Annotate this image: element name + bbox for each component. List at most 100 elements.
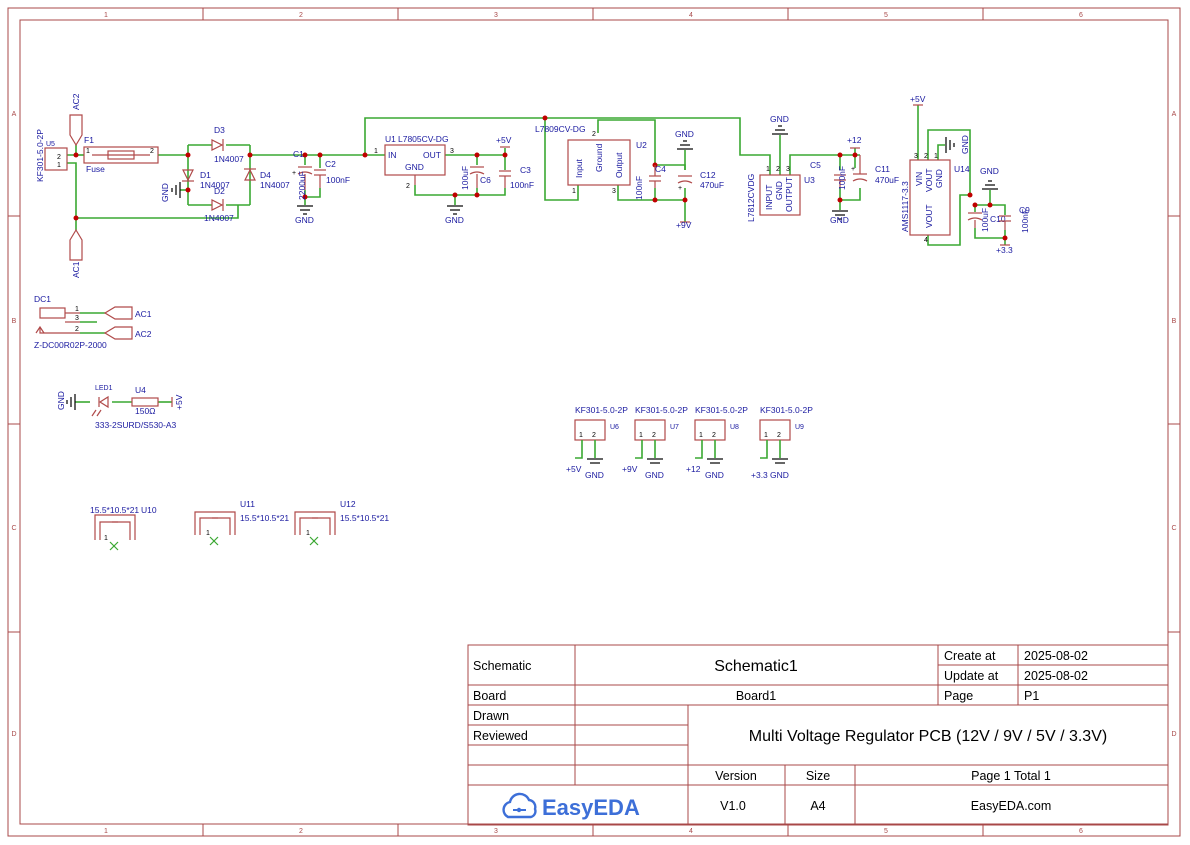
svg-text:3: 3 [914, 153, 918, 160]
create-value: 2025-08-02 [1024, 649, 1088, 663]
capacitor-c3: C3 100nF [499, 165, 534, 190]
svg-text:+5V: +5V [910, 94, 926, 104]
power-flag-3v3: +3.3 [996, 244, 1013, 255]
led-circuit: GND LED1 U4 150Ω +5V 333-2SURD/S530-A3 [56, 385, 184, 430]
junction-dot [73, 215, 79, 221]
capacitor-c1: C1 2200uF + [292, 149, 313, 200]
svg-text:3: 3 [450, 148, 454, 155]
svg-text:470uF: 470uF [700, 180, 724, 190]
svg-text:1N4007: 1N4007 [200, 180, 230, 190]
svg-text:100nF: 100nF [837, 166, 847, 190]
junction-dot [474, 152, 480, 158]
fuse-f1: 1 2 F1 Fuse [83, 135, 159, 174]
diode-d1: D1 1N4007 [182, 169, 230, 190]
svg-text:U9: U9 [795, 424, 804, 431]
update-value: 2025-08-02 [1024, 669, 1088, 683]
svg-text:GND: GND [160, 183, 170, 202]
svg-text:1: 1 [934, 153, 938, 160]
junction-dot [837, 152, 843, 158]
svg-text:VOUT: VOUT [924, 204, 934, 228]
svg-text:D1: D1 [200, 170, 211, 180]
easyeda-brand: EasyEDA [542, 795, 640, 820]
svg-text:AC1: AC1 [71, 261, 81, 278]
output-connector-u8: 1 2 U8 KF301-5.0-2P +12 GND [686, 405, 748, 480]
svg-text:2: 2 [652, 432, 656, 439]
gnd-bridge: GND [160, 182, 181, 202]
heatsink-u10: 1 15.5*10.5*21 U10 [90, 505, 157, 551]
capacitor-c5: C5 100nF [810, 160, 847, 190]
junction-dot [302, 152, 308, 158]
svg-text:2: 2 [776, 166, 780, 173]
svg-text:C2: C2 [325, 159, 336, 169]
svg-text:U2: U2 [636, 140, 647, 150]
svg-text:1: 1 [764, 432, 768, 439]
svg-text:GND: GND [445, 215, 464, 225]
junction-dot [185, 187, 191, 193]
svg-text:1: 1 [374, 148, 378, 155]
junction-dot [185, 152, 191, 158]
junctions [73, 115, 1008, 241]
svg-text:GND: GND [295, 215, 314, 225]
svg-text:2: 2 [592, 131, 596, 138]
svg-text:U4: U4 [135, 385, 146, 395]
svg-text:GND: GND [405, 162, 424, 172]
col-label-top: 4 [689, 12, 693, 19]
svg-text:AC2: AC2 [71, 93, 81, 110]
svg-text:100nF: 100nF [510, 180, 534, 190]
svg-text:1: 1 [572, 188, 576, 195]
svg-text:C11: C11 [875, 164, 890, 174]
board-label: Board [473, 689, 506, 703]
svg-text:1: 1 [75, 306, 79, 313]
svg-text:+9V: +9V [676, 220, 692, 230]
regulator-u3: L7812CVDG U3 INPUT GND OUTPUT 1 2 3 [746, 166, 815, 222]
svg-text:1: 1 [699, 432, 703, 439]
svg-text:15.5*10.5*21: 15.5*10.5*21 [340, 513, 389, 523]
col-label-bottom: 4 [689, 828, 693, 835]
svg-text:D2: D2 [214, 186, 225, 196]
junction-dot [502, 152, 508, 158]
title-block: Schematic Schematic1 Board Board1 Drawn … [467, 644, 1169, 826]
svg-text:VIN: VIN [914, 172, 924, 186]
svg-text:2200uF: 2200uF [297, 171, 307, 200]
svg-text:C3: C3 [520, 165, 531, 175]
svg-text:F1: F1 [84, 135, 94, 145]
col-label-bottom: 6 [1079, 828, 1083, 835]
svg-text:+3.3: +3.3 [751, 470, 768, 480]
capacitor-c12: C12 470uF + [677, 170, 724, 192]
output-connector-u6: 1 2 U6 KF301-5.0-2P +5V GND [566, 405, 628, 480]
capacitor-c4: C4 100nF [634, 164, 666, 200]
svg-text:1: 1 [86, 148, 90, 155]
svg-text:OUTPUT: OUTPUT [784, 177, 794, 212]
svg-text:3: 3 [786, 166, 790, 173]
kf301-input-part: KF301-5.0-2P [35, 129, 45, 182]
svg-text:L7805CV-DG: L7805CV-DG [398, 134, 449, 144]
net-flag-ac1-bottom: AC1 [69, 228, 83, 278]
svg-text:1: 1 [766, 166, 770, 173]
svg-text:15.5*10.5*21: 15.5*10.5*21 [240, 513, 289, 523]
reviewed-label: Reviewed [473, 729, 528, 743]
regulator-u14: AMS1117-3.3 U14 VIN VOUT GND VOUT 3 2 1 … [900, 153, 970, 244]
svg-text:2: 2 [75, 326, 79, 333]
svg-text:KF301-5.0-2P: KF301-5.0-2P [635, 405, 688, 415]
svg-text:GND: GND [770, 470, 789, 480]
svg-text:GND: GND [585, 470, 604, 480]
col-label-top: 6 [1079, 12, 1083, 19]
svg-text:Z-DC00R02P-2000: Z-DC00R02P-2000 [34, 340, 107, 350]
svg-text:GND: GND [56, 391, 66, 410]
svg-text:1N4007: 1N4007 [260, 180, 290, 190]
svg-text:+: + [851, 166, 855, 173]
net-flag-ac2: AC2 [103, 326, 152, 340]
u5-ref: U5 [46, 141, 55, 148]
svg-text:+3.3: +3.3 [996, 245, 1013, 255]
svg-text:IN: IN [388, 150, 397, 160]
svg-text:DC1: DC1 [34, 294, 51, 304]
row-label-right: B [1172, 318, 1177, 325]
power-flag-12v: +12 [847, 135, 862, 149]
junction-dot [474, 192, 480, 198]
junction-dot [987, 202, 993, 208]
row-label-left: A [12, 111, 17, 118]
svg-text:GND: GND [980, 166, 999, 176]
svg-text:GND: GND [675, 129, 694, 139]
svg-text:100nF: 100nF [326, 175, 350, 185]
page-label: Page [944, 689, 973, 703]
